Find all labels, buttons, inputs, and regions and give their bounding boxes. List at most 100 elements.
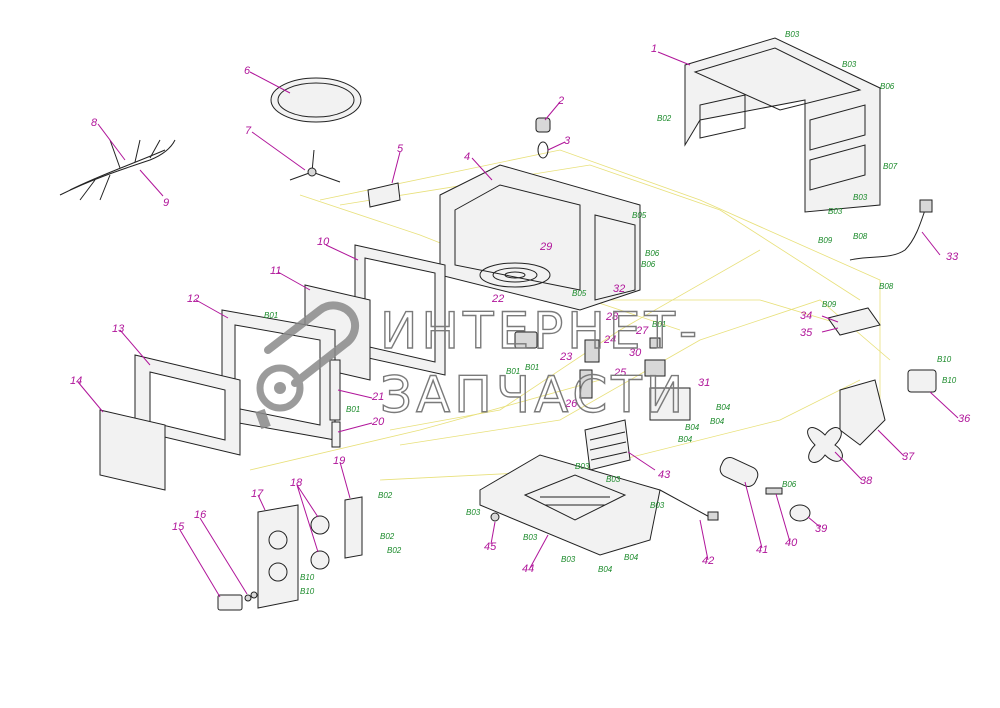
part-bracket: [344, 496, 363, 559]
part-control-board: [827, 307, 881, 336]
part-label-24: 24: [603, 334, 616, 346]
part-label-21: 21: [371, 391, 384, 403]
screw-label: B06: [782, 480, 797, 489]
screw-label: B01: [506, 367, 520, 376]
part-label-29: 29: [539, 241, 552, 253]
screw-label: B10: [937, 355, 952, 364]
part-turntable-motor: [907, 369, 937, 393]
screw-label: B04: [678, 435, 693, 444]
screw-label: B07: [883, 162, 898, 171]
screw-label: B08: [853, 232, 868, 241]
screw-label: B03: [561, 555, 576, 564]
part-label-38: 38: [860, 475, 873, 487]
part-label-5: 5: [397, 143, 404, 155]
watermark-line-1: ИНТЕРНЕТ-: [380, 302, 701, 360]
screw-label: B03: [853, 193, 868, 202]
part-label-23: 23: [559, 351, 573, 363]
part-foot: [490, 512, 500, 522]
part-base-plate: [479, 454, 661, 556]
part-power-cord: [849, 199, 933, 261]
part-door-latch: [329, 359, 341, 448]
screw-code-labels: B03 B03 B06 B02 B07 B03 B03 B05 B06 B06 …: [264, 30, 957, 596]
part-label-28: 28: [605, 311, 619, 323]
screw-label: B03: [575, 462, 590, 471]
part-label-3: 3: [564, 135, 571, 147]
screw-label: B03: [466, 508, 481, 517]
part-hv-module: [649, 387, 691, 421]
part-label-1: 1: [651, 43, 657, 55]
screw-label: B04: [716, 403, 731, 412]
part-label-40: 40: [785, 537, 798, 549]
part-door-frame: [354, 244, 446, 376]
part-label-39: 39: [815, 523, 827, 535]
part-label-33: 33: [946, 251, 959, 263]
part-wire-harness: [59, 139, 176, 201]
part-label-15: 15: [172, 521, 185, 533]
screw-label: B08: [879, 282, 894, 291]
screw-label: B05: [632, 211, 647, 220]
part-mica-cover: [367, 182, 401, 208]
screw-label: B01: [264, 311, 278, 320]
part-knobs: [310, 515, 330, 570]
part-number-labels: 1 2 3 4 5 6 7 8 9 10 11 12 13 14 15 16 1…: [70, 43, 971, 575]
screw-label: B04: [624, 553, 639, 562]
part-label-19: 19: [333, 455, 345, 467]
part-label-20: 20: [371, 416, 385, 428]
watermark-logo: [255, 301, 360, 430]
part-label-41: 41: [756, 544, 768, 556]
screw-label: B10: [942, 376, 957, 385]
part-door-glass: [99, 409, 166, 491]
part-label-44: 44: [522, 563, 534, 575]
part-capacitor: [719, 457, 759, 487]
part-door-button: [217, 591, 258, 611]
screw-label: B09: [822, 300, 837, 309]
part-label-13: 13: [112, 323, 125, 335]
part-label-43: 43: [658, 469, 671, 481]
part-label-10: 10: [317, 236, 330, 248]
part-outer-cabinet: [684, 37, 881, 213]
part-label-26: 26: [564, 398, 578, 410]
screw-label: B10: [300, 587, 315, 596]
screw-label: B03: [828, 207, 843, 216]
screw-label: B01: [346, 405, 360, 414]
part-label-14: 14: [70, 375, 82, 387]
part-label-11: 11: [270, 265, 281, 277]
screw-label: B02: [380, 532, 395, 541]
part-label-42: 42: [702, 555, 714, 567]
part-label-8: 8: [91, 117, 98, 129]
screw-label: B03: [650, 501, 665, 510]
part-glass-turntable: [270, 77, 362, 123]
part-label-37: 37: [902, 451, 915, 463]
part-label-30: 30: [629, 347, 642, 359]
watermark-line-2: ЗАПЧАСТИ: [380, 366, 687, 424]
part-label-32: 32: [613, 283, 625, 295]
screw-label: B03: [606, 475, 621, 484]
screw-label: B01: [652, 320, 666, 329]
part-label-35: 35: [800, 327, 813, 339]
screw-label: B03: [523, 533, 538, 542]
part-label-25: 25: [613, 367, 627, 379]
part-label-7: 7: [245, 125, 252, 137]
part-oven-cavity: [439, 164, 641, 311]
screw-label: B06: [880, 82, 895, 91]
part-label-27: 27: [635, 325, 649, 337]
part-fan-motor: [839, 379, 886, 446]
screw-label: B02: [387, 546, 402, 555]
screw-label: B02: [657, 114, 672, 123]
screw-label: B04: [710, 417, 725, 426]
part-label-18: 18: [290, 477, 303, 489]
part-label-36: 36: [958, 413, 971, 425]
part-label-16: 16: [194, 509, 207, 521]
part-transformer: [584, 419, 631, 471]
screw-label: B05: [572, 289, 587, 298]
screw-label: B02: [378, 491, 393, 500]
part-label-9: 9: [163, 197, 169, 209]
part-control-panel: [257, 504, 299, 609]
part-label-34: 34: [800, 310, 812, 322]
part-label-31: 31: [698, 377, 710, 389]
part-roller-support: [289, 149, 341, 183]
watermark-text: ИНТЕРНЕТ- ЗАПЧАСТИ: [379, 301, 701, 424]
part-diode: [789, 504, 811, 522]
part-label-12: 12: [187, 293, 199, 305]
